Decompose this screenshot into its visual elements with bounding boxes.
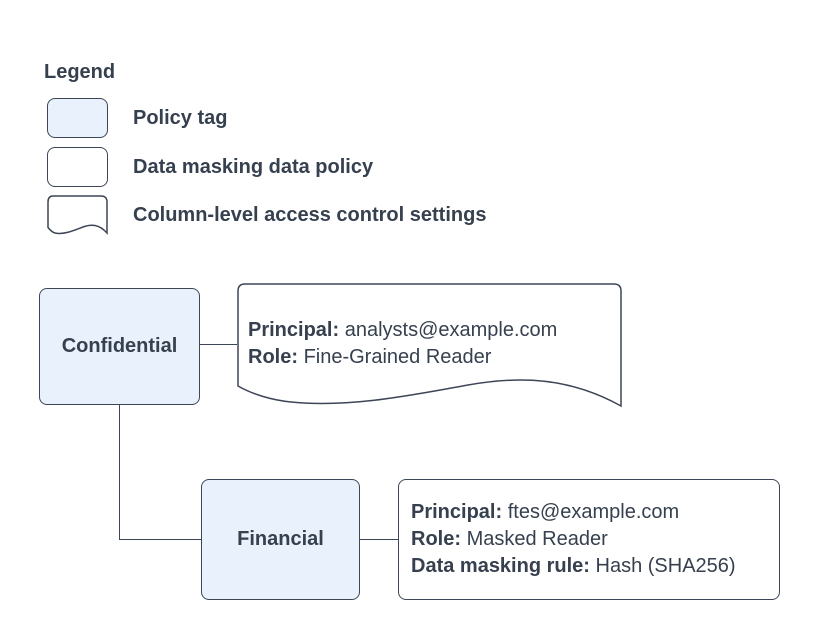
policy-tag-financial: Financial [201,479,360,600]
document-shape [237,283,622,408]
legend-item-label: Column-level access control settings [133,204,487,226]
edge-confidential-to-financial-horizontal [119,539,201,540]
node-label: Financial [237,528,324,550]
field-role: Role: Fine-Grained Reader [248,346,492,368]
annotation-fields: Principal: analysts@example.com Role: Fi… [248,317,557,371]
field-data-masking-rule: Data masking rule: Hash (SHA256) [411,555,736,577]
field-principal: Principal: ftes@example.com [411,501,680,523]
column-access-document-swatch [47,195,108,235]
edge-financial-to-masking-policy [360,539,398,540]
edge-confidential-to-access-settings [200,344,237,345]
legend-item-label: Data masking data policy [133,155,374,178]
legend-item-label: Policy tag [133,106,228,129]
data-masking-policy-swatch [47,147,108,187]
legend-item-column-access: Column-level access control settings [47,195,486,236]
annotation-confidential-access-settings: Principal: analysts@example.com Role: Fi… [237,283,622,411]
legend-item-data-masking-policy: Data masking data policy [47,147,373,187]
annotation-financial-masking-policy: Principal: ftes@example.com Role: Masked… [398,479,780,600]
policy-tag-confidential: Confidential [39,288,200,405]
policy-tag-swatch [47,98,108,138]
legend-item-policy-tag: Policy tag [47,98,227,138]
field-role: Role: Masked Reader [411,528,608,550]
edge-confidential-to-financial-vertical [119,405,120,540]
legend-title: Legend [44,61,116,83]
node-label: Confidential [61,335,178,357]
field-principal: Principal: analysts@example.com [248,319,558,341]
